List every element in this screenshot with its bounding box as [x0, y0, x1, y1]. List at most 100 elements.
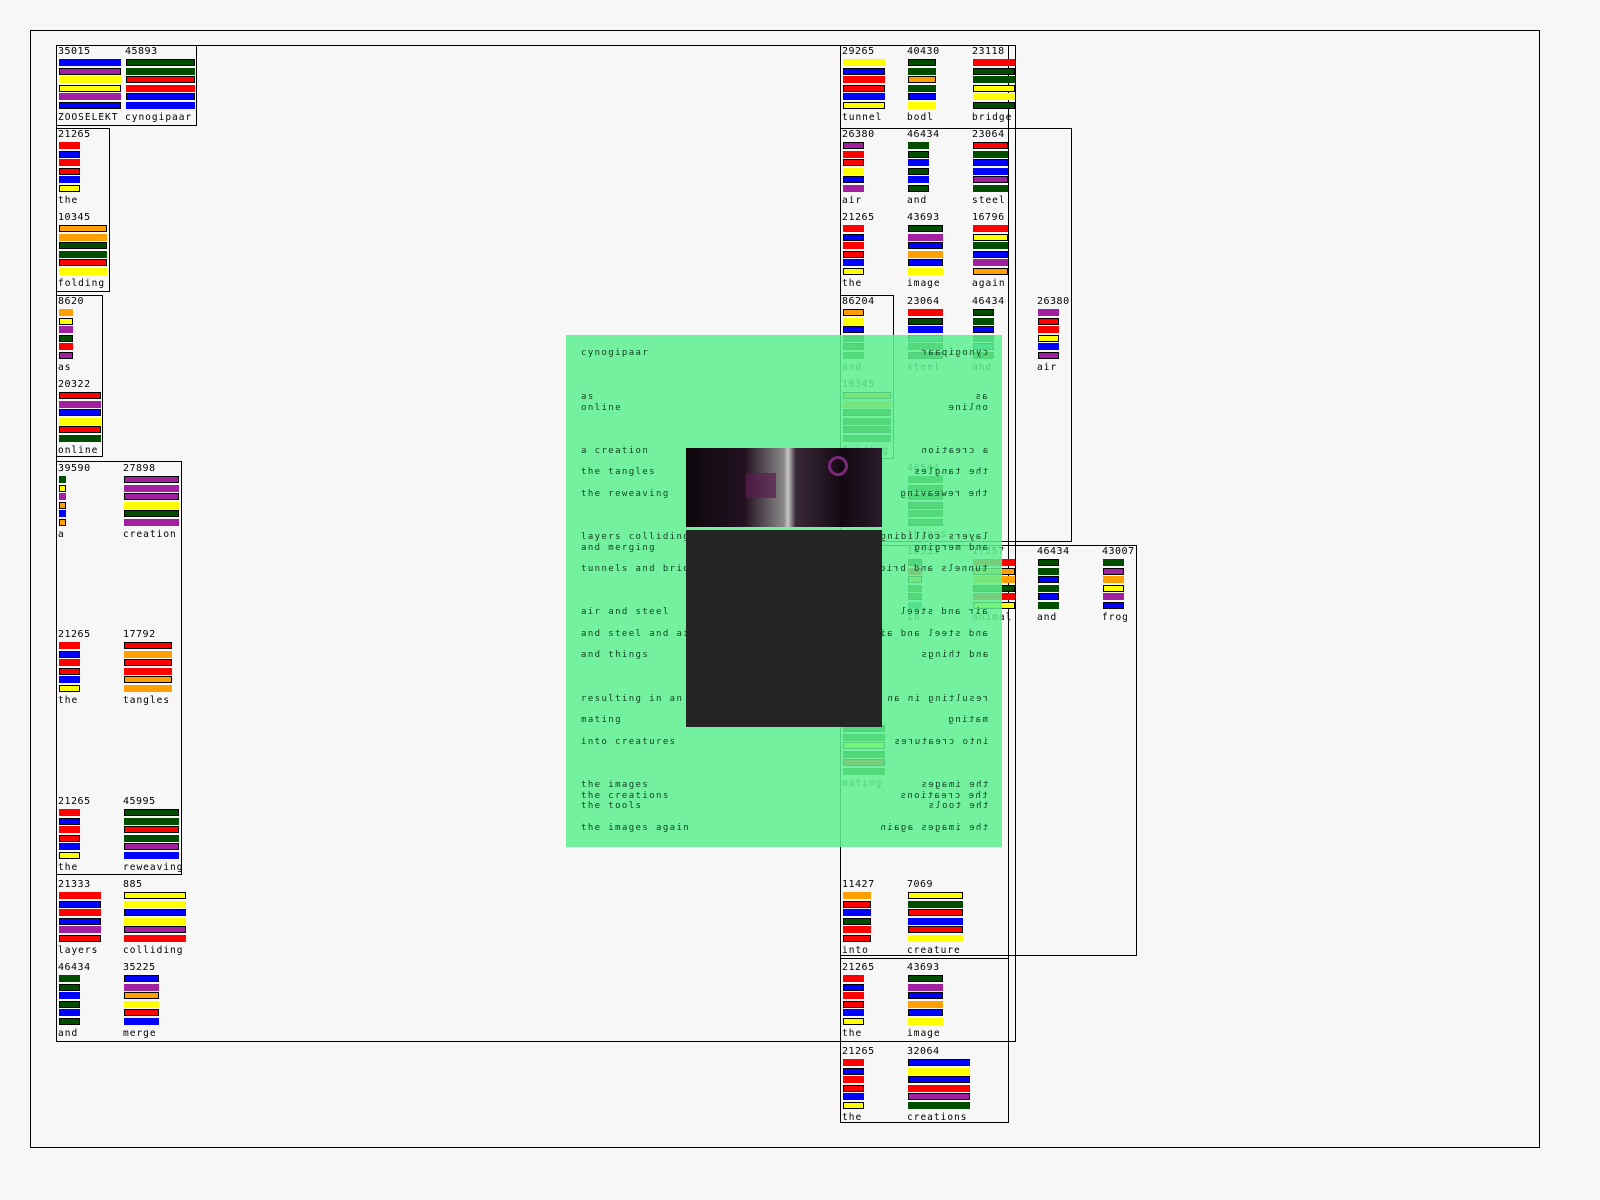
color-bar [843, 76, 885, 84]
color-bar [59, 685, 80, 692]
color-bar [59, 1009, 80, 1017]
color-bar [973, 309, 994, 316]
color-bar [124, 676, 172, 684]
color-bar [908, 983, 943, 991]
word-card: 21333 layers [58, 879, 128, 959]
card-number: 21265 [58, 629, 91, 640]
color-bar [1103, 559, 1124, 566]
color-bar [124, 510, 179, 518]
color-bar [59, 493, 66, 501]
color-bar [59, 935, 101, 942]
color-bar [124, 834, 179, 842]
color-bar [124, 900, 186, 908]
card-label: frog [1102, 612, 1129, 623]
color-bar [124, 1000, 159, 1008]
color-bar [126, 84, 195, 92]
poem-line-mirrored: the images again [878, 823, 988, 833]
color-bar [1038, 309, 1059, 316]
color-bar [843, 1018, 864, 1025]
color-bar [843, 159, 864, 167]
color-bar [908, 250, 943, 258]
color-bar [843, 167, 864, 175]
color-bar [59, 642, 80, 649]
card-number: 21333 [58, 879, 91, 890]
card-number: 885 [123, 879, 143, 890]
color-bar [59, 975, 80, 982]
color-bar [973, 93, 1015, 101]
card-label: the [842, 278, 863, 289]
card-label: creature [907, 945, 961, 956]
card-label: merge [123, 1028, 157, 1039]
color-bar [843, 225, 864, 232]
color-bar [124, 983, 159, 991]
color-bar [59, 102, 121, 109]
color-bar [59, 510, 66, 518]
poem-line: the reweaving [581, 489, 670, 499]
color-bar [124, 667, 172, 675]
poem-line-mirrored: layers colliding [878, 532, 988, 542]
color-bar [973, 225, 1008, 232]
color-bar [843, 84, 885, 92]
card-number: 27898 [123, 463, 156, 474]
color-bar [973, 185, 1008, 192]
color-bar [908, 1059, 970, 1066]
color-bar [908, 1067, 970, 1075]
color-bar [59, 926, 101, 934]
color-bar [124, 843, 179, 851]
color-bar [1038, 593, 1059, 601]
card-number: 26380 [842, 129, 875, 140]
color-bar [124, 685, 172, 692]
color-bar [126, 102, 195, 109]
poem-line-mirrored: and steel and air [872, 629, 988, 639]
color-bar [124, 1009, 159, 1017]
color-bar [843, 1067, 864, 1075]
card-label: the [842, 1028, 863, 1039]
card-label: the [58, 862, 79, 873]
card-label: the [842, 1112, 863, 1123]
card-number: 32064 [907, 1046, 940, 1057]
color-bar [59, 667, 80, 675]
color-bar [59, 326, 73, 334]
group-frame [56, 45, 197, 126]
color-bar [973, 150, 1008, 158]
card-label: creations [907, 1112, 968, 1123]
color-bar [59, 659, 80, 667]
color-bar [59, 476, 66, 483]
card-label: tangles [123, 695, 171, 706]
color-bar [59, 67, 121, 75]
card-number: 21265 [842, 1046, 875, 1057]
color-bar [59, 225, 107, 232]
poem-line: online [581, 403, 622, 413]
color-bar [1038, 584, 1059, 592]
color-bar [843, 983, 864, 991]
card-label: layers [58, 945, 99, 956]
color-bar [59, 834, 80, 842]
color-bar [124, 493, 179, 501]
color-bar [908, 892, 963, 899]
color-bar [908, 259, 943, 267]
color-bar [843, 926, 871, 934]
color-bar [59, 843, 80, 851]
color-bar [843, 242, 864, 250]
color-bar [908, 233, 943, 241]
color-bar [1038, 602, 1059, 609]
poem-line-mirrored: mating [947, 715, 988, 725]
group-frame [56, 461, 182, 875]
color-bar [843, 326, 864, 334]
color-bar [843, 317, 864, 325]
color-bar [59, 484, 66, 492]
color-bar [843, 917, 871, 925]
color-bar [843, 250, 864, 258]
color-bar [843, 909, 871, 917]
poem-line-mirrored: and merging [912, 543, 988, 553]
poem-line: and merging [581, 543, 657, 553]
color-bar [908, 142, 929, 149]
